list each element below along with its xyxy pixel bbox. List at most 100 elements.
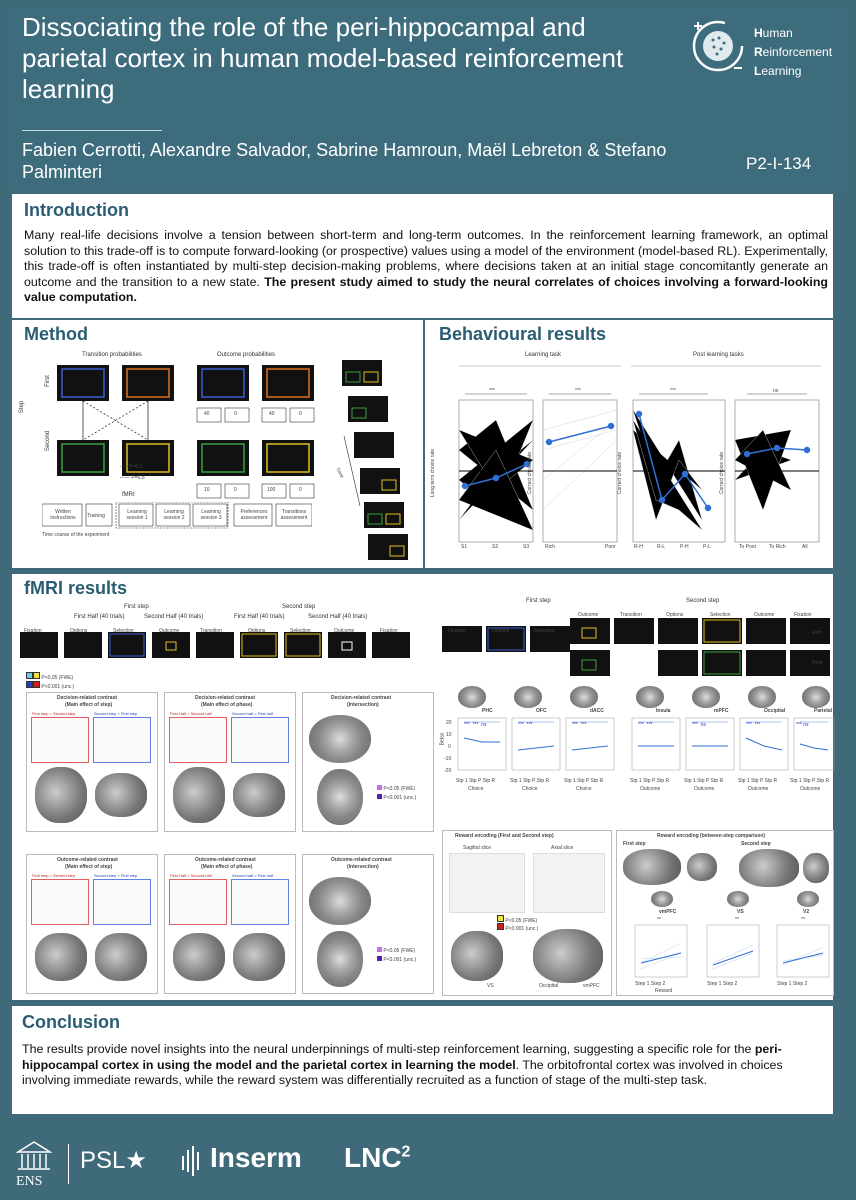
lnc-logo: LNC2: [344, 1142, 411, 1173]
event-label: Outcome: [754, 612, 775, 618]
outcome-value: 0: [234, 487, 237, 493]
second-step-label: Second step: [686, 598, 720, 604]
post-learning-label: Post learning tasks: [693, 352, 744, 358]
reward-line-plots: [634, 924, 830, 978]
second-label: Second: [45, 430, 52, 452]
event-label: Options: [492, 628, 510, 634]
hrl-logo: Human Reinforcement Learning: [688, 16, 848, 86]
legend-dashed: - - - P=0.2: [120, 464, 143, 470]
legend-unc-red: P<0.001 (unc.): [497, 923, 538, 932]
y-axis-label: Long term choice rate: [430, 448, 437, 498]
header: Dissociating the role of the peri-hippoc…: [8, 6, 846, 190]
outcome-probabilities-label: Outcome probabilities: [217, 352, 276, 358]
first-half-label: First Half (40 trials): [234, 614, 285, 620]
event-label: Selection: [534, 628, 555, 634]
method-title: Method: [24, 324, 88, 344]
event-label: Selection: [290, 628, 311, 634]
y-axis-label: Correct choice rate: [527, 451, 534, 495]
introduction-text: Many real-life decisions involve a tensi…: [24, 228, 828, 304]
first-step-label: First step: [526, 598, 551, 604]
reward-between-panel: Reward encoding (between-step comparison…: [616, 830, 834, 996]
authors: Fabien Cerrotti, Alexandre Salvador, Sab…: [22, 140, 667, 182]
outcome-value: 0: [299, 411, 302, 417]
y-axis-label: Correct choice rate: [617, 451, 624, 495]
second-half-label: Second Half (40 trials): [308, 614, 368, 620]
behaviour-charts: [458, 365, 821, 543]
inserm-logo: Inserm: [210, 1142, 302, 1173]
behaviour-title: Behavioural results: [439, 324, 607, 344]
x-tick: R-H: [634, 544, 643, 550]
reward-x-ticks: Step 1 Step 2: [777, 981, 808, 987]
star-icon: ★: [125, 1147, 147, 1174]
introduction-panel: Introduction Many real-life decisions in…: [12, 194, 833, 318]
timeline-item: Transitions assessment: [280, 509, 308, 521]
fmri-label: fMRI: [122, 492, 135, 498]
inserm-bars-icon: [182, 1146, 199, 1176]
poster-code: P2-I-134: [746, 154, 812, 173]
x-tick: P-H: [680, 544, 689, 550]
ens-logo-text: ENS: [16, 1174, 43, 1189]
legend-fwe: P<0.05 (FWE): [26, 672, 73, 681]
timeline-item: Written instructions: [50, 509, 76, 521]
region-label: Insula: [656, 708, 671, 714]
x-tick: To Rich: [769, 544, 786, 550]
reward-x-ticks: Step 1 Step 2: [707, 981, 738, 987]
contrast-panel: Outcome-related contrast (Main effect of…: [26, 854, 158, 994]
x-tick: To Poor: [739, 544, 757, 550]
timeline-item: Learning session 3: [200, 509, 222, 521]
logo-text: Human Reinforcement Learning: [754, 26, 833, 78]
rich-label: Rich: [812, 630, 823, 636]
contrast-panel: Decision-related contrast (Intersection)…: [302, 692, 434, 832]
contrast-panel: Outcome-related contrast (Main effect of…: [164, 854, 296, 994]
event-label: Selection: [113, 628, 134, 634]
x-tick: P-L: [703, 544, 711, 550]
event-label: Options: [248, 628, 266, 634]
x-tick: S3: [523, 544, 530, 550]
legend-unc-purple: P<0.001 (unc.): [377, 794, 416, 801]
poor-label: Poor: [812, 660, 823, 666]
step-label: Step: [19, 400, 26, 414]
x-tick: R-L: [657, 544, 666, 550]
outcome-value: 40: [204, 411, 210, 417]
time-course-label: Time course of the experiment: [42, 532, 110, 538]
outcome-value: 100: [267, 487, 276, 493]
method-panel: Method Transition probabilities Outcome …: [12, 320, 423, 568]
timeline-item: Learning session 1: [126, 509, 148, 521]
poster-title: Dissociating the role of the peri-hippoc…: [22, 12, 624, 104]
region-label: OFC: [536, 708, 547, 714]
sig-row: *** *** ns: [464, 722, 487, 728]
outcome-value: 0: [299, 487, 302, 493]
timeline-item: Learning session 2: [163, 509, 185, 521]
title-divider: [22, 130, 162, 131]
first-label: First: [44, 375, 51, 387]
timeline-boxes: [42, 502, 312, 529]
ens-building-icon: [15, 1141, 53, 1170]
sig-row: *** ns: [692, 722, 706, 728]
second-step-label: Second step: [282, 604, 316, 610]
significance-label: ***: [670, 388, 676, 394]
outcome-value: 0: [234, 411, 237, 417]
trial-sequence: [342, 360, 408, 560]
sig-row: *** ***: [518, 722, 533, 728]
first-half-label: First Half (40 trials): [74, 614, 125, 620]
event-label: Selection: [710, 612, 731, 618]
significance-label: ***: [489, 388, 495, 394]
x-ticks-row: Stp 1 Stp P Stp R: [684, 778, 724, 784]
event-label: Transition: [200, 628, 222, 634]
legend-fwe-yellow: P<0.05 (FWE): [497, 915, 537, 924]
x-tick: Poor: [605, 544, 616, 550]
contrast-panel: Decision-related contrast (Main effect o…: [164, 692, 296, 832]
conclusion-text: The results provide novel insights into …: [22, 1042, 783, 1087]
event-label: Fixation: [24, 628, 42, 634]
event-label: Outcome: [159, 628, 180, 634]
conclusion-panel: Conclusion The results provide novel ins…: [12, 1006, 833, 1114]
sig-row: *** ***: [746, 722, 761, 728]
timeline-item: Training: [87, 513, 105, 519]
sig-row: *** ***: [638, 722, 653, 728]
behaviour-panel: Behavioural results Learning task Post l…: [425, 320, 833, 568]
x-ticks-row: Stp 1 Stp P Stp R: [510, 778, 550, 784]
second-half-label: Second Half (40 trials): [144, 614, 204, 620]
reward-x-ticks: Step 1 Step 2: [635, 981, 666, 987]
x-ticks-row: Stp 1 Stp P Stp R: [738, 778, 778, 784]
